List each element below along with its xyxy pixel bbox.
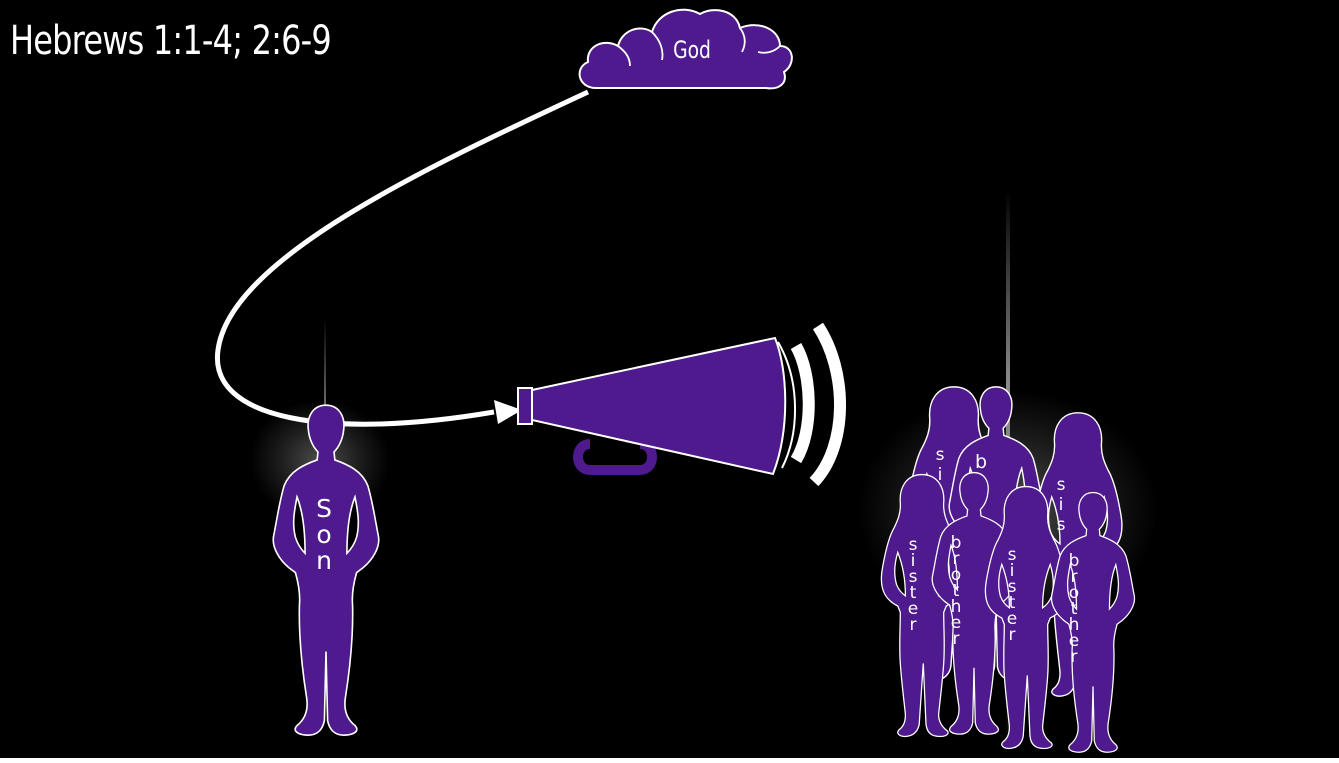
son-label-letter: n [316,546,332,575]
sister-label-letter: r [910,615,917,635]
sister-label-letter: i [1059,495,1064,515]
brother-label-letter: b [975,451,987,473]
sister-label-letter: r [1009,625,1016,645]
brother-label-letter: r [953,629,960,649]
sister-label-letter: s [1057,475,1066,495]
brother-label-letter: r [1071,647,1078,667]
son-label: Son [316,494,332,575]
son-label-letter: o [316,520,331,549]
god-label: God [673,37,711,65]
sister-label-letter: s [936,445,945,465]
sister-label-letter: s [1057,515,1066,535]
son-label-letter: S [316,494,332,523]
slide-title: Hebrews 1:1-4; 2:6-9 [10,16,331,66]
